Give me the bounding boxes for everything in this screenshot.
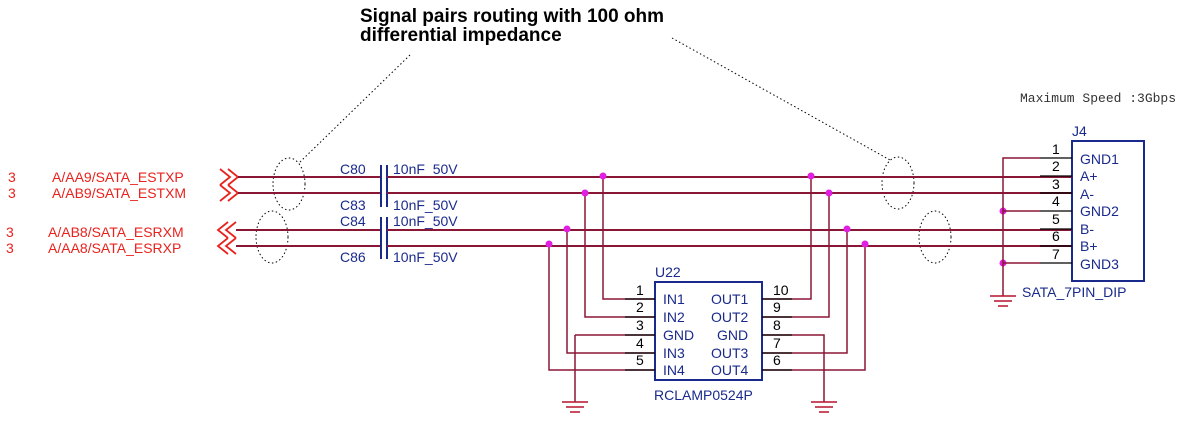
- pair-ellipse-rx-right: [918, 210, 952, 264]
- u22-pin-name-4: IN3: [663, 345, 685, 361]
- signal-wires-right: [387, 176, 1072, 247]
- j4-ref: J4: [1072, 123, 1087, 139]
- annotation-line2: differential impedance: [360, 25, 562, 46]
- u22-pin-name-3: GND: [663, 327, 694, 343]
- u22-pin-name-9: OUT2: [711, 309, 749, 325]
- u22-pin-num-3: 3: [636, 317, 644, 333]
- ground-symbol-u22-right: [811, 401, 837, 413]
- j4-pin-name-6: B+: [1080, 238, 1098, 254]
- j4-pin-name-3: A-: [1080, 186, 1094, 202]
- cap-ref-c86: C86: [340, 249, 366, 265]
- pair-ellipse-tx-right: [881, 156, 915, 210]
- j4-pin-name-5: B-: [1080, 221, 1094, 237]
- pair-ellipse-tx-left: [272, 157, 306, 211]
- u22-pin-num-4: 4: [636, 335, 644, 351]
- u22-pin-name-6: OUT4: [711, 362, 749, 378]
- junction-dots: [545, 172, 1007, 267]
- cap-ref-c80: C80: [340, 161, 366, 177]
- u22-ref: U22: [655, 264, 681, 280]
- u22-pin-name-7: OUT3: [711, 345, 749, 361]
- u22-pin-stubs: [625, 298, 792, 371]
- u22-pin-name-1: IN1: [663, 291, 685, 307]
- cap-value-c84: 10nF_50V: [393, 213, 458, 229]
- u22-pin-num-6: 6: [773, 352, 781, 368]
- leader-line-right: [671, 37, 891, 161]
- signal-wires-left: [236, 176, 381, 247]
- u22-pin-num-7: 7: [773, 335, 781, 351]
- u22-pin-num-9: 9: [773, 299, 781, 315]
- j4-part: SATA_7PIN_DIP: [1022, 284, 1127, 300]
- u22-pin-name-5: IN4: [663, 362, 685, 378]
- net-sheet-1: 3: [8, 169, 16, 185]
- net-label-1: A/AA9/SATA_ESTXP: [52, 169, 184, 185]
- u22-pin-name-2: IN2: [663, 309, 685, 325]
- annotation-line1: Signal pairs routing with 100 ohm: [360, 6, 664, 27]
- net-sheet-2: 3: [8, 185, 16, 201]
- u22-body: [654, 281, 763, 381]
- offpage-arrow-in-4: [216, 237, 237, 255]
- u22-pin-num-10: 10: [773, 282, 789, 298]
- capacitor-c86: [380, 234, 388, 259]
- net-sheet-3: 3: [6, 224, 14, 240]
- u22-pin-num-1: 1: [636, 282, 644, 298]
- cap-ref-c84: C84: [340, 213, 366, 229]
- net-label-3: A/AB8/SATA_ESRXM: [48, 224, 184, 240]
- u22-pin-num-8: 8: [773, 317, 781, 333]
- j4-pin-num-3: 3: [1052, 176, 1060, 192]
- j4-pin-num-5: 5: [1052, 211, 1060, 227]
- ground-symbol-u22-left: [562, 401, 588, 413]
- pair-ellipse-rx-left: [255, 210, 289, 264]
- ground-symbol-j4: [990, 295, 1016, 307]
- j4-pin-num-2: 2: [1052, 158, 1060, 174]
- j4-pin-name-2: A+: [1080, 168, 1098, 184]
- j4-pin-num-4: 4: [1052, 193, 1060, 209]
- net-label-2: A/AB9/SATA_ESTXM: [52, 185, 186, 201]
- u22-pin-name-8: GND: [717, 327, 748, 343]
- j4-pin-stubs: [1040, 157, 1072, 264]
- j4-pin-num-6: 6: [1052, 228, 1060, 244]
- cap-value-c80: 10nF_50V: [393, 161, 458, 177]
- offpage-arrow-out-2: [219, 184, 240, 202]
- u22-pin-name-10: OUT1: [711, 291, 749, 307]
- offpage-arrow-out-1: [219, 168, 240, 186]
- cap-ref-c83: C83: [340, 197, 366, 213]
- net-label-4: A/AA8/SATA_ESRXP: [48, 240, 181, 256]
- u22-pin-num-2: 2: [636, 299, 644, 315]
- u22-part: RCLAMP0524P: [654, 387, 753, 403]
- offpage-arrow-in-3: [216, 221, 237, 239]
- j4-pin-name-4: GND2: [1080, 203, 1119, 219]
- cap-value-c86: 10nF_50V: [393, 249, 458, 265]
- j4-ground-bus: [1002, 157, 1040, 296]
- j4-pin-name-7: GND3: [1080, 256, 1119, 272]
- net-sheet-4: 3: [6, 240, 14, 256]
- j4-pin-num-7: 7: [1052, 246, 1060, 262]
- leader-line-left: [299, 54, 411, 163]
- capacitor-c83: [380, 182, 388, 207]
- u22-pin-num-5: 5: [636, 352, 644, 368]
- j4-pin-num-1: 1: [1052, 141, 1060, 157]
- cap-value-c83: 10nF_50V: [393, 197, 458, 213]
- j4-pin-name-1: GND1: [1080, 151, 1119, 167]
- speed-note: Maximum Speed :3Gbps: [1020, 91, 1176, 106]
